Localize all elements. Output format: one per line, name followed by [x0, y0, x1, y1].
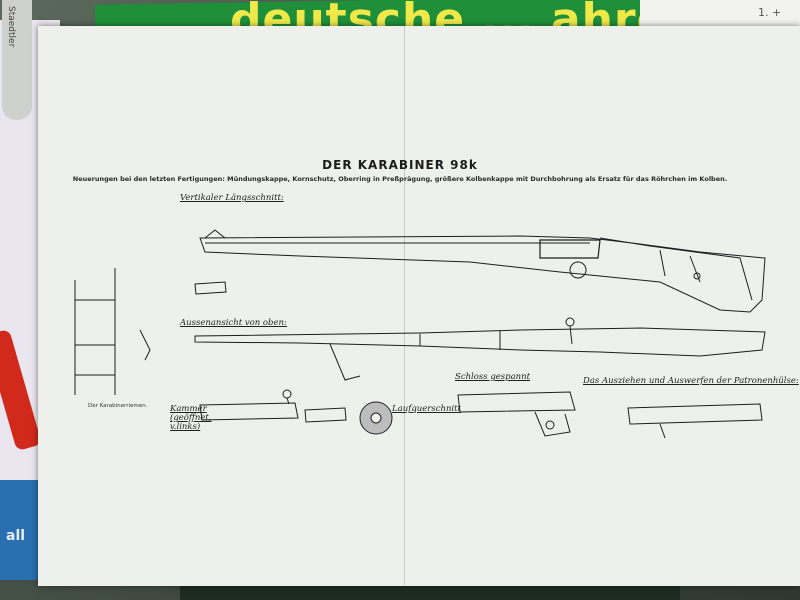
- section-bolt-cocked-heading: Schloss gespannt: [455, 372, 531, 382]
- extraction-drawing: [627, 403, 763, 439]
- rifle-longitudinal-section: [199, 229, 766, 313]
- bottom-strip: [180, 582, 680, 600]
- document-subtitle: Neuerungen bei den letzten Fertigungen: …: [72, 175, 728, 183]
- pen-label: Staedtler: [6, 6, 16, 48]
- handwritten-note: 1. +: [758, 6, 782, 19]
- barrel-cross-section-disk: [359, 401, 393, 435]
- section-bolt-open-heading: Kammer (geöffnet, v.links): [170, 404, 212, 432]
- sling-diagram: [74, 268, 151, 395]
- bayonet-caption: Der Karabinerriemen.: [88, 403, 148, 409]
- blue-box-text: all: [6, 528, 26, 544]
- document-title: DER KARABINER 98k: [322, 158, 478, 172]
- section-extraction-heading: Das Ausziehen und Auswerfen der Patronen…: [583, 376, 799, 386]
- marker-pen: [2, 0, 32, 120]
- rifle-top-view: [194, 317, 766, 381]
- small-part-left: [194, 281, 227, 295]
- section-barrel-section-heading: Laufquerschnitt: [392, 404, 461, 414]
- bolt-open-drawing: [199, 389, 347, 423]
- section-vertical-heading: Vertikaler Längsschnitt:: [180, 193, 284, 203]
- section-outer-heading: Aussenansicht von oben:: [180, 318, 287, 328]
- document-sheet: [38, 26, 800, 586]
- sheet-fold: [404, 26, 405, 586]
- bolt-cocked-drawing: [457, 391, 576, 437]
